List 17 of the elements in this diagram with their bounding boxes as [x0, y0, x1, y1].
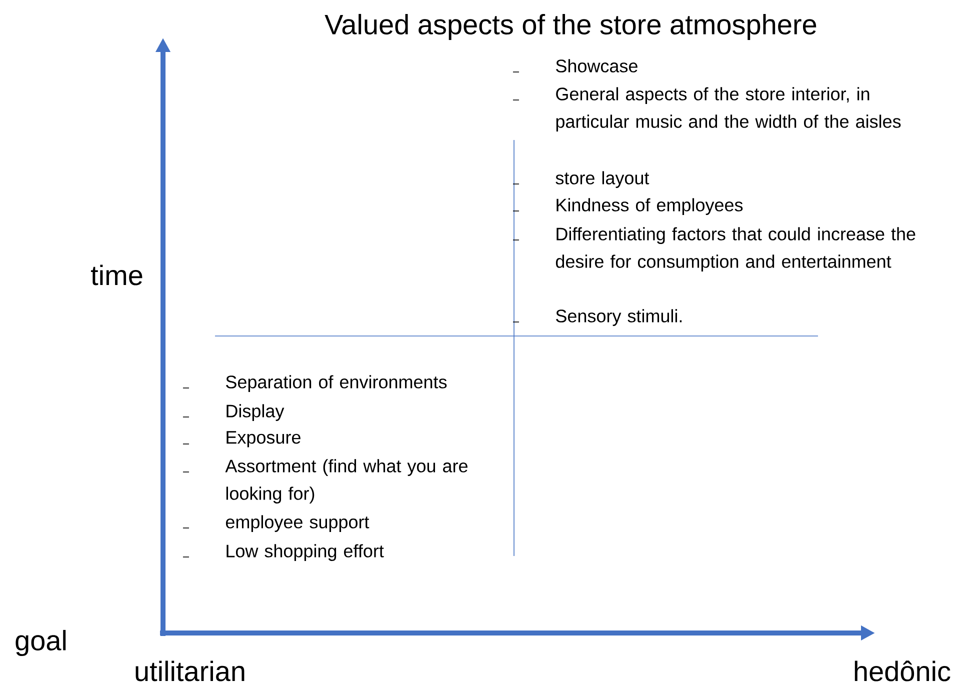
list-item: Differentiating factors that could increase the desire for consumption and entertainment — [556, 227, 916, 272]
list-item: Showcase — [556, 59, 638, 72]
list-item: Separation of environments — [226, 375, 447, 392]
list-item: Sensory stimuli. — [556, 309, 682, 326]
list-item: Display — [226, 404, 284, 421]
axis-label: hedônic — [854, 660, 950, 682]
list-item: Kindness of employees — [556, 198, 743, 215]
axis-label: goal — [16, 630, 66, 656]
axis-label: time — [90, 264, 142, 286]
axis-label: utilitarian — [136, 660, 244, 682]
list-item: Low shopping effort — [226, 544, 384, 561]
list-item: Exposure — [226, 431, 300, 448]
list-item: Assortment (find what you are looking for) — [225, 459, 468, 504]
list-item: employee support — [226, 515, 370, 532]
list-item: store layout — [556, 171, 650, 188]
list-item: General aspects of the store interior, in particular music and the width of the aisles — [556, 87, 901, 132]
title: Valued aspects of the store atmosphere — [324, 14, 816, 40]
